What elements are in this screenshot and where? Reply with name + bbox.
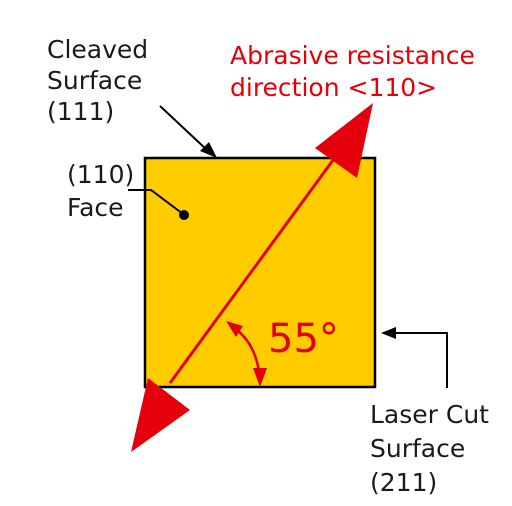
arrow-head-bottom xyxy=(131,378,190,452)
direction-arrow xyxy=(131,103,373,452)
laser-cut-leader xyxy=(381,327,448,388)
direction-label-line1: Abrasive resistance xyxy=(230,41,475,70)
crystal-square xyxy=(143,156,377,389)
laser-cut-label-line3: (211) xyxy=(370,468,437,497)
angle-arc xyxy=(226,321,267,387)
angle-label: 55° xyxy=(268,316,339,362)
cleaved-surface-leader xyxy=(159,105,217,158)
cleaved-surface-label-line3: (111) xyxy=(47,97,114,126)
arrow-head-top xyxy=(315,103,373,178)
cleaved-surface-label-line1: Cleaved xyxy=(47,35,148,64)
laser-cut-label-line1: Laser Cut xyxy=(370,400,489,429)
cleaved-surface-label-line2: Surface xyxy=(47,66,142,95)
laser-cut-label-line2: Surface xyxy=(370,434,465,463)
face-label-line2: Face xyxy=(67,193,124,222)
face-leader xyxy=(128,189,189,220)
direction-label-line2: direction <110> xyxy=(230,73,437,102)
face-dot xyxy=(179,210,189,220)
face-label-line1: (110) xyxy=(67,160,134,189)
